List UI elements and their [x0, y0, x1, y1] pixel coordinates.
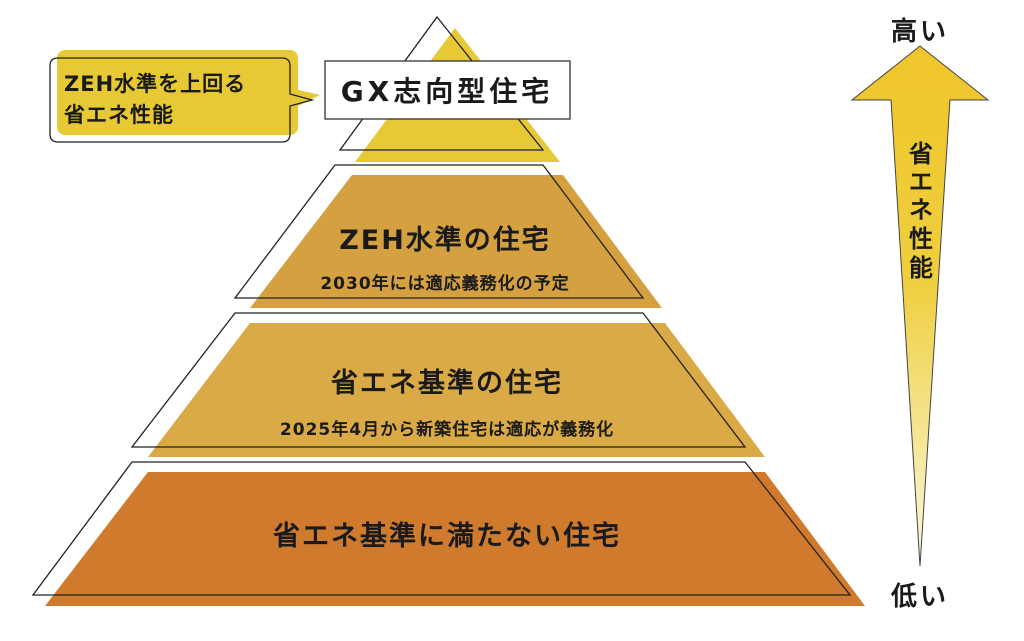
tier-substandard-fill [45, 472, 865, 606]
callout-bubble: ZEH水準を上回る 省エネ性能 [49, 50, 320, 143]
tier-zeh-fill [250, 175, 662, 308]
tier-standard-fill [148, 323, 765, 457]
tier-standard-outline [130, 312, 747, 448]
axis-low-label: 低い [890, 582, 949, 612]
gx-label-box [324, 60, 571, 120]
tier-zeh: ZEH水準の住宅 2030年には適応義務化の予定 [233, 164, 662, 308]
axis-label-char-2: エ [909, 168, 933, 196]
axis-label-char-3: ネ [909, 196, 933, 224]
callout-fill [57, 50, 298, 135]
performance-axis: 高い 省 エ ネ 性 能 低い [850, 16, 990, 612]
tier-gx: GX志向型住宅 [324, 15, 571, 162]
tier-standard: 省エネ基準の住宅 2025年4月から新築住宅は適応が義務化 [130, 312, 765, 457]
axis-label-char-1: 省 [908, 140, 933, 168]
axis-label-char-5: 能 [909, 254, 933, 282]
tier-zeh-subtitle: 2030年には適応義務化の予定 [320, 273, 569, 294]
callout-line-2: 省エネ性能 [63, 103, 174, 127]
axis-high-label: 高い [891, 16, 949, 47]
tier-zeh-outline [233, 164, 645, 299]
tier-gx-title: GX志向型住宅 [341, 75, 554, 108]
callout-outline [49, 57, 315, 143]
tier-standard-title: 省エネ基準の住宅 [331, 367, 563, 399]
axis-label-char-4: 性 [909, 225, 933, 253]
tier-substandard: 省エネ基準に満たない住宅 [31, 461, 865, 606]
tier-standard-subtitle: 2025年4月から新築住宅は適応が義務化 [280, 419, 614, 440]
tier-zeh-title: ZEH水準の住宅 [339, 224, 551, 256]
callout-tail-fill [290, 88, 320, 110]
tier-substandard-outline [31, 461, 852, 596]
up-arrow-icon [850, 45, 990, 567]
tier-substandard-title: 省エネ基準に満たない住宅 [273, 520, 621, 552]
callout-line-1: ZEH水準を上回る [64, 72, 246, 96]
